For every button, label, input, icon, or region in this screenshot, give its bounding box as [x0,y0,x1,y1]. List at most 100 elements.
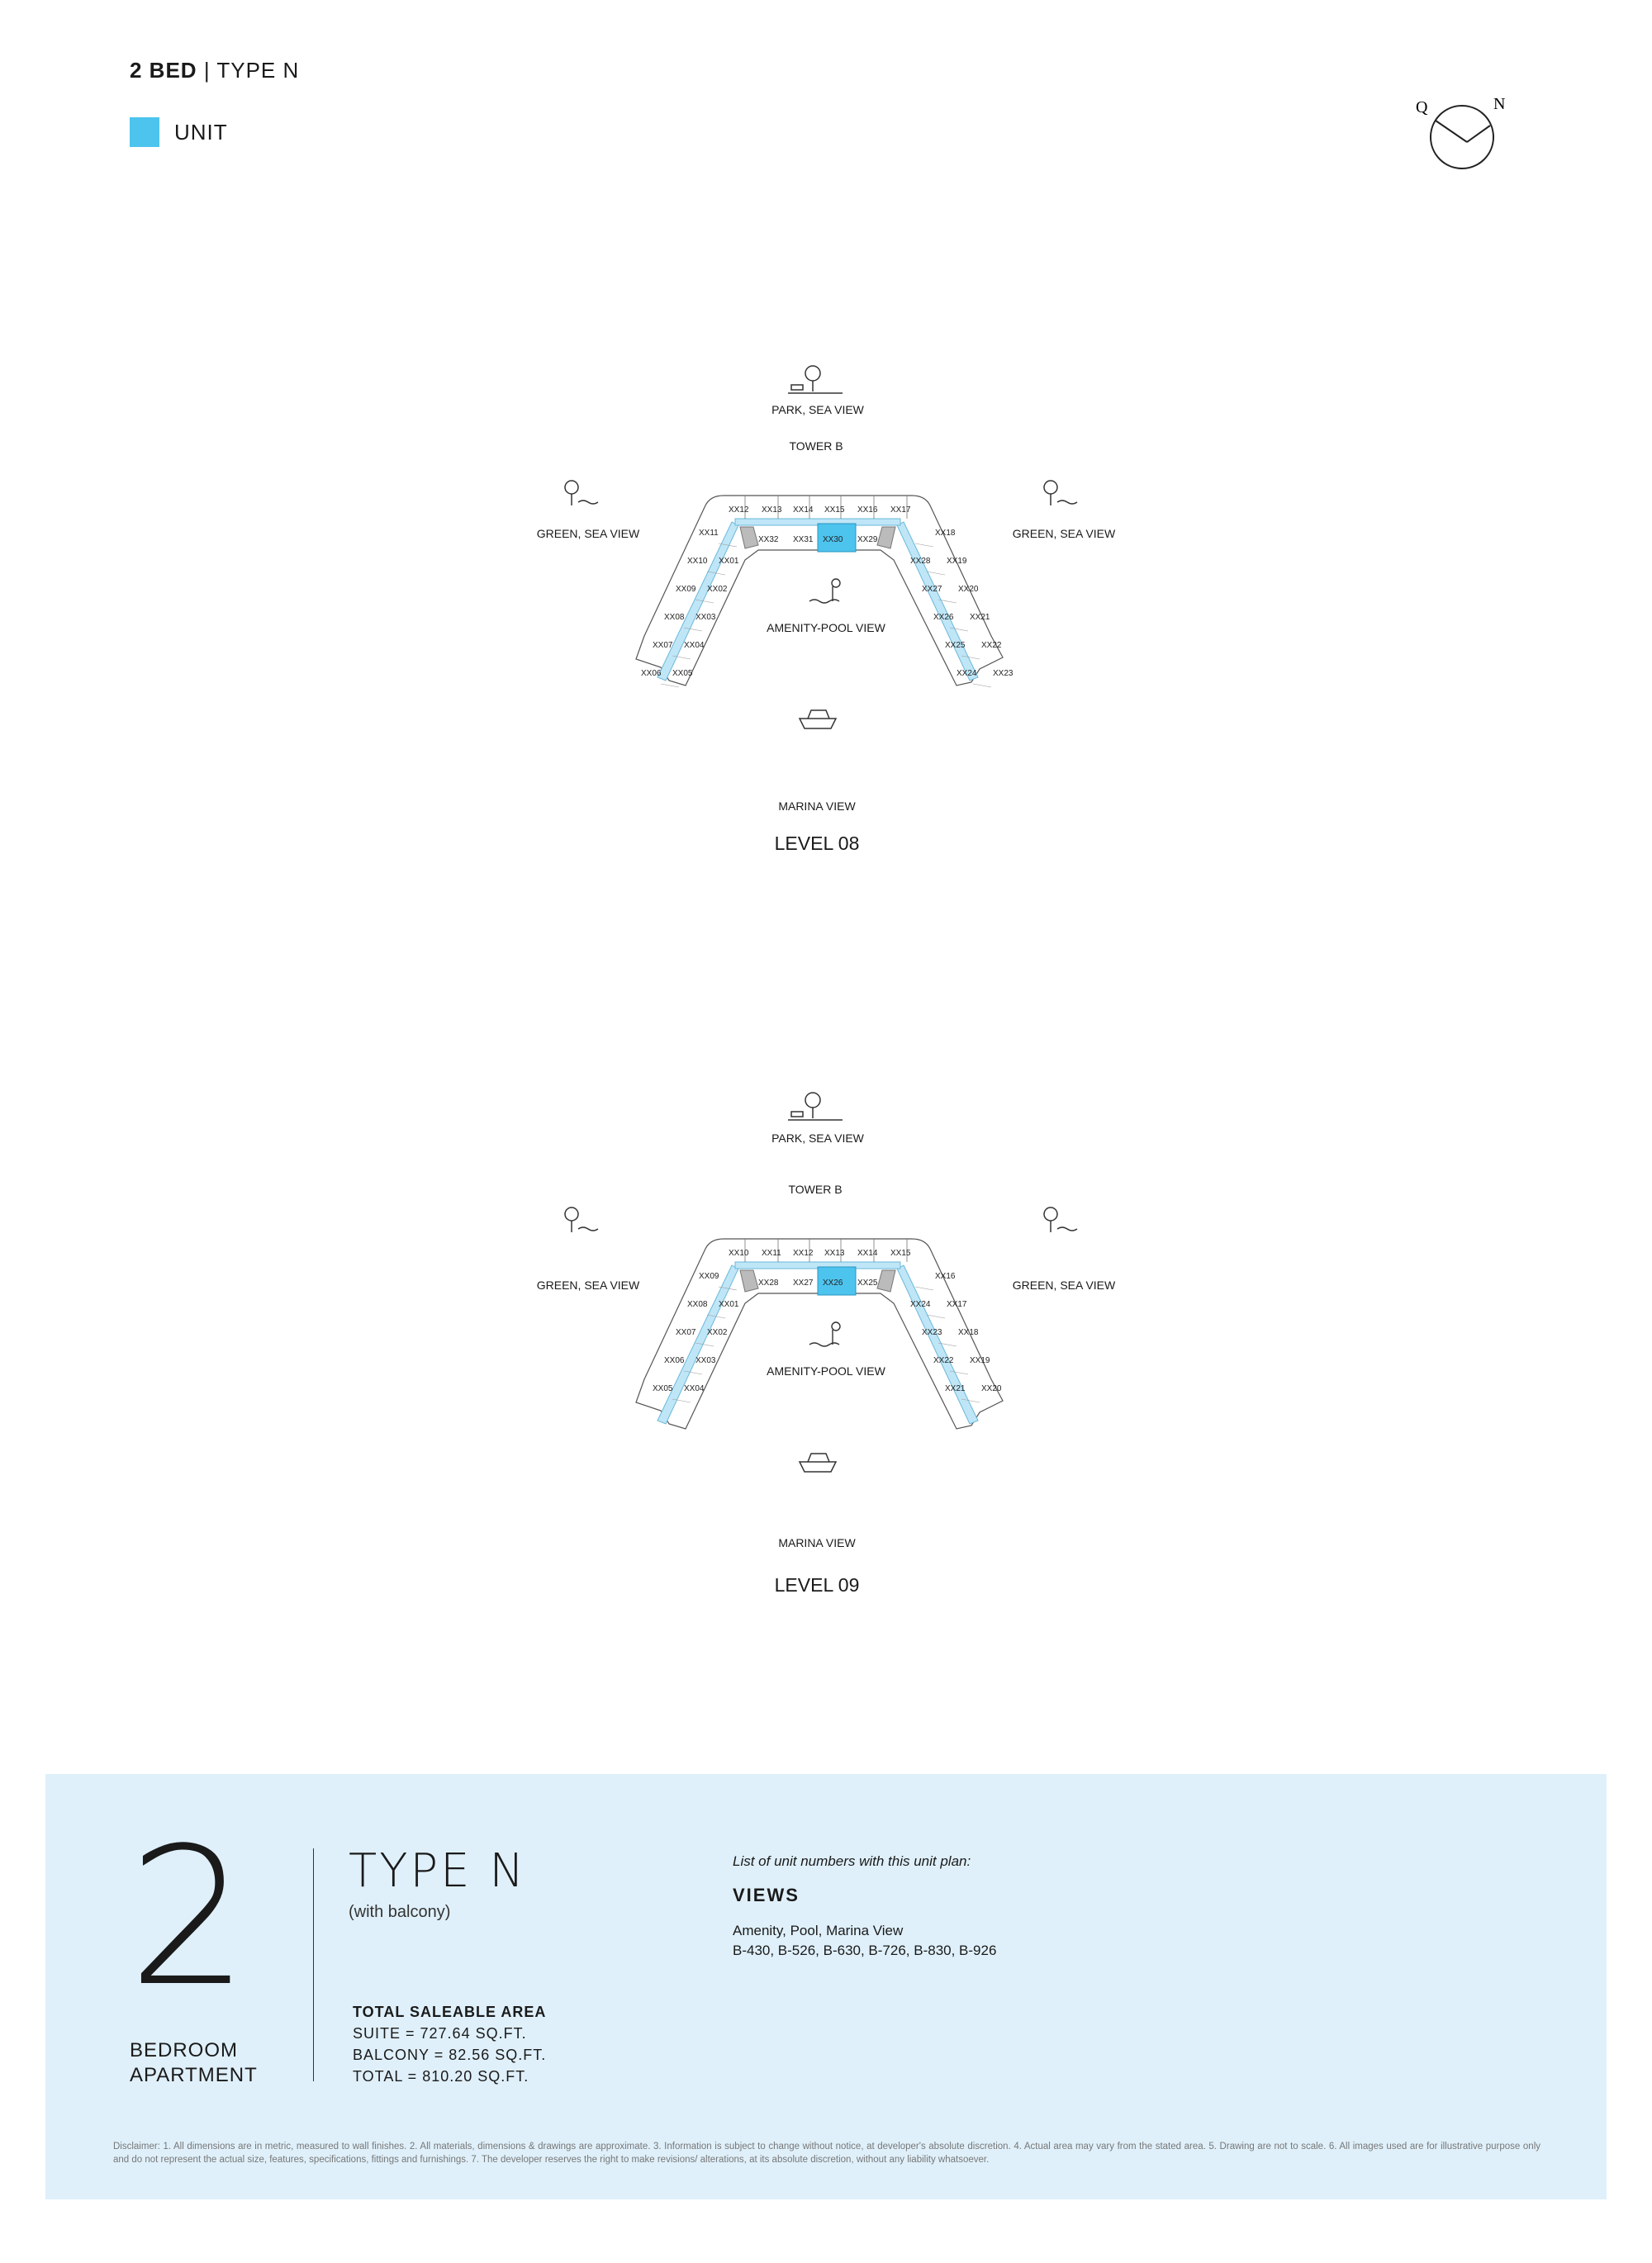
unit-label: XX12 [729,505,749,515]
unit-divider [914,543,934,548]
unit-divider [949,1370,969,1375]
balcony-area: BALCONY = 82.56 SQ.FT. [353,2047,547,2063]
bedroom-line1: BEDROOM [130,2039,239,2061]
unit-divider [695,599,714,604]
unit-label: XX15 [890,1249,911,1258]
unit-label: XX30 [823,535,843,544]
unit-divider [938,1342,957,1347]
total-area: TOTAL = 810.20 SQ.FT. [353,2068,529,2085]
unit-label: XX29 [857,535,878,544]
legend-label: UNIT [174,119,228,145]
unit-label: XX21 [945,1384,966,1393]
unit-label: XX07 [676,1328,696,1337]
unit-label: XX26 [823,1279,843,1288]
compass-icon: Q N [1411,93,1510,179]
unit-label: XX15 [824,505,845,515]
tree-icon-left [564,1207,599,1232]
unit-divider [926,571,946,576]
views-line: Amenity, Pool, Marina View [733,1923,904,1938]
unit-label: XX24 [957,669,977,678]
unit-divider [683,1370,703,1375]
unit-divider [949,627,969,632]
view-label-top: PARK, SEA VIEW [771,403,864,416]
highlighted-unit [817,1266,857,1296]
unit-label: XX19 [970,1356,990,1365]
unit-divider [914,1286,934,1291]
unit-label: XX16 [857,505,878,515]
unit-label: XX11 [699,529,719,538]
unit-divider [660,683,680,688]
unit-label: XX27 [922,585,942,594]
unit-divider [706,1314,726,1319]
unit-list-title: List of unit numbers with this unit plan… [733,1853,971,1869]
bedroom-apartment: BEDROOM APARTMENT [130,2038,258,2088]
unit-label: XX17 [890,505,911,515]
unit-label: XX28 [910,557,931,566]
legend: UNIT [130,117,228,147]
unit-label: XX25 [857,1279,878,1288]
unit-divider [961,655,980,660]
unit-label: XX06 [641,669,662,678]
unit-divider [695,1342,714,1347]
disclaimer: Disclaimer: 1. All dimensions are in met… [113,2142,1540,2165]
compass-n: N [1493,95,1505,113]
bed-count: 2 BED [130,58,197,83]
core-right [876,526,896,549]
unit-label: XX08 [687,1300,708,1309]
unit-divider [972,683,992,688]
unit-label: XX20 [981,1384,1002,1393]
area-title: TOTAL SALEABLE AREA [353,2004,547,2020]
bedroom-line2: APARTMENT [130,2064,258,2086]
unit-label: XX13 [762,505,782,515]
boat-icon [798,709,838,729]
unit-label: XX26 [933,613,954,622]
view-label-center: AMENITY-POOL VIEW [767,1364,885,1378]
unit-label: XX05 [653,1384,673,1393]
unit-label: XX03 [695,613,716,622]
unit-label: XX31 [793,535,814,544]
tree-icon-right [1043,480,1078,505]
boat-icon [798,1453,838,1473]
compass-q: Q [1416,98,1428,116]
unit-label: XX32 [758,535,779,544]
unit-label: XX09 [676,585,696,594]
unit-divider [706,571,726,576]
unit-swatch [130,117,159,147]
unit-label: XX09 [699,1272,719,1281]
unit-label: XX19 [947,557,967,566]
pool-icon [809,1321,841,1347]
unit-divider [683,627,703,632]
page-header: 2 BED | TYPE N [130,58,299,83]
unit-label: XX18 [958,1328,979,1337]
unit-label: XX22 [933,1356,954,1365]
unit-label: XX10 [687,557,708,566]
saleable-area: TOTAL SALEABLE AREA SUITE = 727.64 SQ.FT… [353,2001,546,2087]
unit-divider [672,1398,691,1403]
unit-type: TYPE N [216,58,300,83]
unit-label: XX24 [910,1300,931,1309]
views-details: Amenity, Pool, Marina View B-430, B-526,… [733,1921,996,1961]
unit-label: XX07 [653,641,673,650]
unit-label: XX06 [664,1356,685,1365]
unit-divider [718,1286,738,1291]
unit-label: XX13 [824,1249,845,1258]
tower-label: TOWER B [788,1183,843,1196]
unit-divider [926,1314,946,1319]
unit-divider [672,655,691,660]
unit-label: XX28 [758,1279,779,1288]
views-title: VIEWS [733,1885,800,1905]
unit-summary-panel: 2 BEDROOM APARTMENT TYPE N (with balcony… [45,1774,1607,2199]
level-label: LEVEL 09 [774,1574,860,1596]
view-label-left: GREEN, SEA VIEW [536,527,640,540]
suite-area: SUITE = 727.64 SQ.FT. [353,2025,527,2042]
divider [313,1848,314,2081]
unit-label: XX01 [719,1300,739,1309]
unit-label: XX17 [947,1300,967,1309]
view-label-bottom: MARINA VIEW [778,1536,856,1549]
highlighted-unit [817,523,857,553]
view-label-right: GREEN, SEA VIEW [1012,1279,1116,1292]
